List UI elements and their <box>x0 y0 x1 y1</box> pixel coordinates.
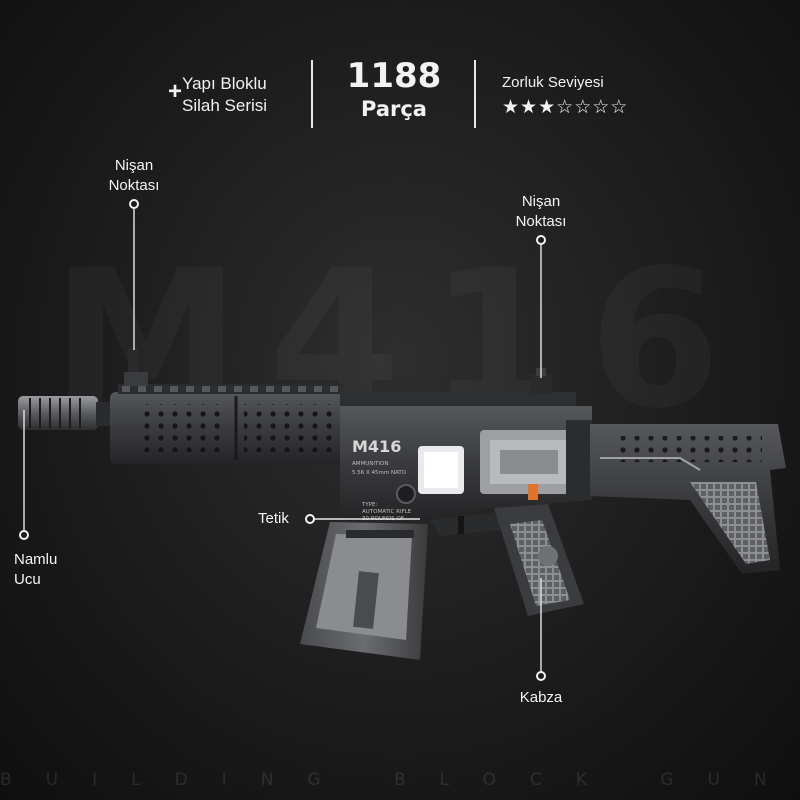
muzzle <box>18 396 112 430</box>
callout-sight-right-line1: Nişan <box>521 193 561 210</box>
star-filled-icon: ★ <box>520 96 539 118</box>
callout-muzzle-line1: Namlu <box>14 551 58 568</box>
callout-sight-left-line1: Nişan <box>114 157 154 174</box>
difficulty-label: Zorluk Seviyesi <box>502 74 604 91</box>
callout-lines <box>23 209 542 672</box>
callout-dot-trigger <box>305 514 315 524</box>
receiver-text-2: 5.56 X 45mm NATO <box>352 470 407 476</box>
receiver-text-1: AMMUNITION <box>352 461 388 467</box>
callout-muzzle: Namlu Ucu <box>14 550 74 590</box>
callout-sight-left: Nişan Noktası <box>98 156 170 196</box>
callout-sight-left-line2: Noktası <box>108 177 160 194</box>
receiver <box>340 406 592 520</box>
star-empty-icon: ☆ <box>610 96 629 118</box>
series-title: + Yapı Bloklu Silah Serisi <box>168 70 292 118</box>
piece-count-label: Parça <box>361 97 427 121</box>
grip <box>494 504 584 616</box>
star-empty-icon: ☆ <box>592 96 611 118</box>
piece-count: 1188 Parça <box>326 56 462 126</box>
callout-dot-sight-left <box>129 199 139 209</box>
difficulty-stars: ★★★☆☆☆☆ <box>502 96 672 118</box>
callout-grip: Kabza <box>519 689 563 706</box>
trigger-group <box>430 512 500 536</box>
callout-dot-muzzle <box>19 530 29 540</box>
series-title-line2: Silah Serisi <box>182 96 268 115</box>
callout-sight-right: Nişan Noktası <box>505 192 577 232</box>
top-rail <box>340 392 576 406</box>
callout-sight-right-line2: Noktası <box>515 213 567 230</box>
series-title-line1: Yapı Bloklu <box>182 74 267 93</box>
handguard <box>110 384 350 464</box>
model-name: M416 <box>352 437 401 456</box>
star-empty-icon: ☆ <box>574 96 593 118</box>
callout-dot-grip <box>536 671 546 681</box>
callout-muzzle-line2: Ucu <box>14 571 41 588</box>
callout-trigger: Tetik <box>258 510 289 527</box>
star-empty-icon: ☆ <box>556 96 575 118</box>
stamp-line-2: AUTOMATIC RIFLE <box>362 509 412 515</box>
header-divider-left <box>311 60 313 128</box>
magazine <box>300 522 428 660</box>
star-filled-icon: ★ <box>538 96 557 118</box>
footer-watermark: BUILDING BLOCK GUN <box>0 770 800 790</box>
piece-count-number: 1188 <box>346 56 442 96</box>
header-divider-right <box>474 60 476 128</box>
star-filled-icon: ★ <box>502 96 521 118</box>
stamp-line-1: TYPE: <box>361 502 378 508</box>
plus-icon: + <box>168 78 183 105</box>
stock <box>590 424 786 574</box>
callout-dot-sight-right <box>536 235 546 245</box>
front-sight <box>124 348 148 386</box>
callout-dots <box>19 199 546 681</box>
difficulty-rating: Zorluk Seviyesi ★★★☆☆☆☆ <box>502 74 672 122</box>
